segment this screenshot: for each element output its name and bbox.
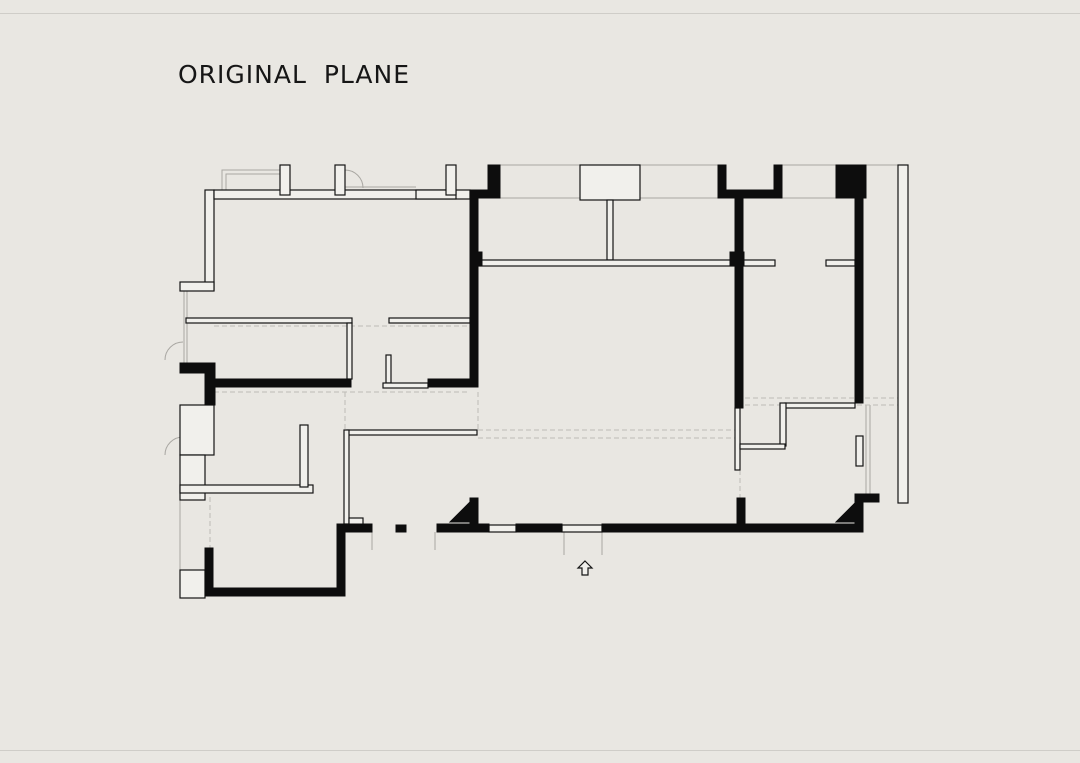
entrance-arrow-icon bbox=[576, 560, 594, 576]
bottom-border-line bbox=[0, 750, 1080, 751]
window-lines bbox=[164, 164, 898, 570]
dashed-lines bbox=[209, 325, 898, 548]
top-border-line bbox=[0, 13, 1080, 14]
structural-walls bbox=[179, 164, 880, 597]
page-title: ORIGINAL PLANE bbox=[178, 60, 411, 89]
